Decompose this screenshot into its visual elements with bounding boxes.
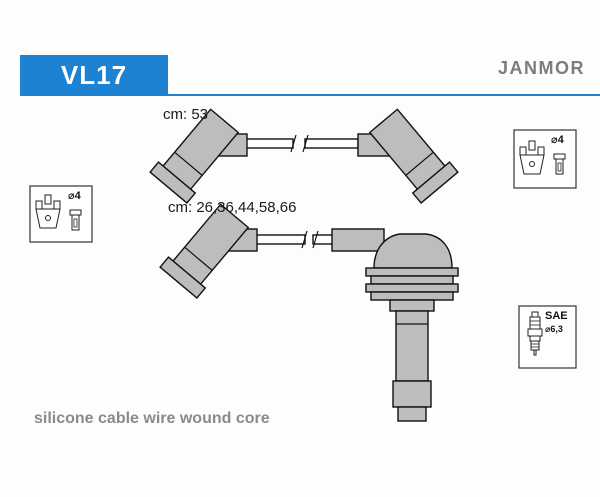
left-connector-diameter-label: ⌀4: [68, 190, 81, 202]
plug-standard-label: SAE: [545, 310, 568, 322]
coil-plug-connector: [331, 228, 459, 422]
angled-boot-icon: [159, 203, 250, 299]
plug-diameter-label: ⌀6,3: [545, 324, 563, 334]
cable1-length-label: cm: 53: [163, 106, 209, 123]
right-connector-diameter-label: ⌀4: [551, 134, 564, 146]
spark-plug-icon: [527, 311, 543, 356]
plug-boot-icon: [553, 153, 566, 175]
distributor-cap-icon: [35, 194, 61, 229]
cable2-length-label: cm: 26,36,44,58,66: [168, 199, 297, 216]
distributor-cap-icon: [519, 140, 545, 175]
brand-logo: JANMOR: [497, 58, 585, 78]
spec-box-spark-plug: [518, 305, 577, 369]
cable-multi-length: [159, 203, 459, 422]
spec-box-distributor-right: [513, 129, 577, 189]
cable-description: silicone cable wire wound core: [34, 410, 270, 427]
cable-53cm: [149, 108, 459, 204]
spec-box-distributor-left: [29, 185, 93, 243]
part-number: VL17: [60, 60, 128, 90]
part-number-badge: VL17: [20, 55, 168, 96]
angled-boot-icon: [368, 108, 459, 204]
header-rule: [168, 94, 600, 96]
angled-boot-icon: [149, 108, 240, 204]
plug-boot-icon: [69, 209, 82, 231]
